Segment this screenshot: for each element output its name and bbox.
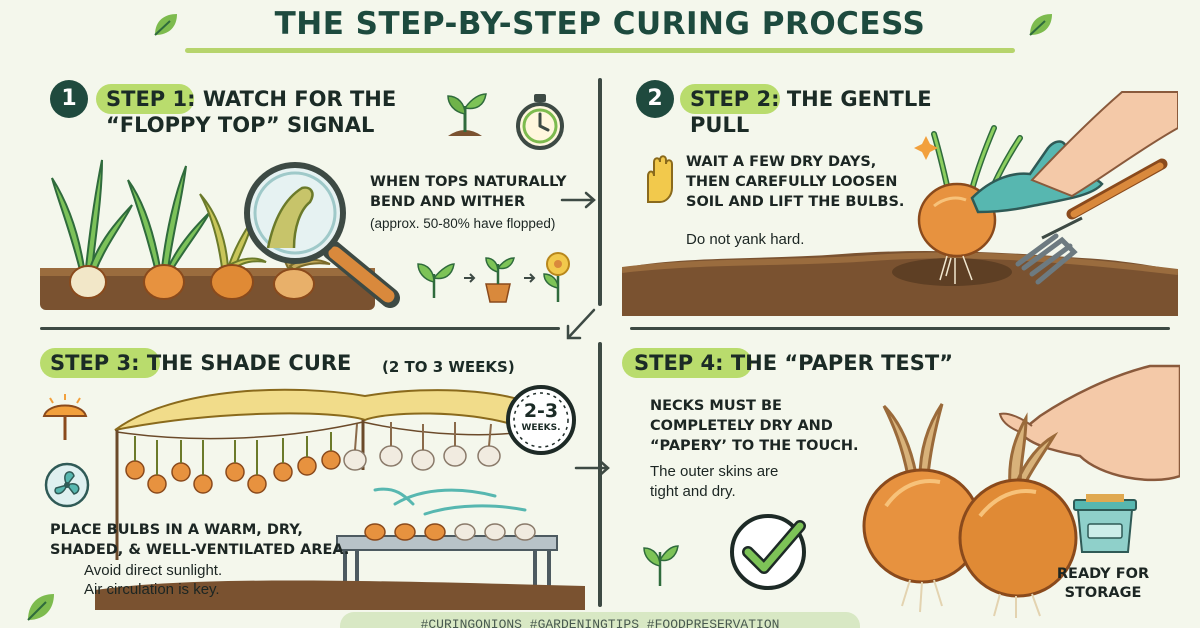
step4-note-line1: The outer skins are — [650, 463, 779, 480]
paper-test-illustration — [862, 364, 1180, 618]
step3-heading-suffix: (2 TO 3 WEEKS) — [382, 358, 515, 376]
step3-text-line2: SHADED, & WELL-VENTILATED AREA. — [50, 542, 350, 558]
step1-number: 1 — [50, 80, 88, 118]
growth-sequence-icons — [417, 252, 570, 303]
step3-pill — [40, 348, 160, 378]
arrow-icon — [566, 308, 596, 340]
step1-note: (approx. 50-80% have flopped) — [370, 216, 556, 231]
step2-text-line3: SOIL AND LIFT THE BULBS. — [686, 194, 905, 210]
fan-icon — [44, 462, 90, 508]
hashtag-bar: #CURINGONIONS #GARDENINGTIPS #FOODPRESER… — [340, 612, 860, 628]
storage-label-line1: READY FOR — [1056, 566, 1150, 582]
arrow-icon — [574, 459, 610, 477]
step4-text-line3: “PAPERY’ TO THE TOUCH. — [650, 438, 859, 454]
onion-field-illustration — [40, 159, 375, 310]
step3-note-line2: Air circulation is key. — [84, 581, 220, 598]
step2-heading-line2: PULL — [690, 113, 750, 137]
step3-heading: STEP 3: THE SHADE CURE — [50, 351, 352, 375]
storage-bin-icon — [1073, 494, 1137, 553]
magnifier-icon — [244, 162, 400, 308]
gentle-pull-illustration — [622, 91, 1178, 316]
timer-value: 2-3 — [523, 400, 559, 422]
step2-text-line2: THEN CAREFULLY LOOSEN — [686, 174, 898, 190]
step2-pill — [680, 84, 780, 114]
stopwatch-icon — [516, 94, 564, 150]
glove-icon — [647, 155, 673, 203]
step1-text-line1: WHEN TOPS NATURALLY — [370, 174, 567, 190]
timer-unit: WEEKS. — [521, 423, 561, 433]
step4-note-line2: tight and dry. — [650, 483, 736, 500]
shade-cure-illustration — [95, 388, 585, 610]
step4-heading: STEP 4: THE “PAPER TEST” — [634, 351, 954, 375]
storage-label-line2: STORAGE — [1064, 585, 1142, 601]
step1-heading-line1: STEP 1: WATCH FOR THE — [106, 87, 397, 111]
check-icon — [730, 514, 806, 590]
page-title: THE STEP-BY-STEP CURING PROCESS — [274, 6, 926, 42]
step2-text-line1: WAIT A FEW DRY DAYS, — [686, 154, 877, 170]
step4-text-line1: NECKS MUST BE — [650, 398, 782, 414]
step4-text-line2: COMPLETELY DRY AND — [650, 418, 833, 434]
step3-text-line1: PLACE BULBS IN A WARM, DRY, — [50, 522, 303, 538]
leaf-icon — [154, 14, 177, 36]
step2-note: Do not yank hard. — [686, 231, 805, 248]
leaf-icon — [1029, 14, 1052, 36]
seedling-icon — [643, 545, 679, 586]
divider-vertical-top — [598, 78, 602, 306]
step2-number: 2 — [636, 80, 674, 118]
step1-pill — [96, 84, 194, 114]
divider-horizontal-left — [40, 327, 560, 330]
divider-horizontal-right — [630, 327, 1170, 330]
step2-heading-line1: STEP 2: THE GENTLE — [690, 87, 932, 111]
seedling-icon — [447, 93, 487, 136]
timer-icon — [506, 385, 576, 455]
step1-text-line2: BEND AND WITHER — [370, 194, 526, 210]
sun-umbrella-icon — [42, 394, 88, 440]
step1-heading-line2: “FLOPPY TOP” SIGNAL — [106, 113, 375, 137]
leaf-icon — [27, 594, 54, 621]
step4-pill — [622, 348, 752, 378]
arrow-icon — [560, 191, 596, 209]
title-underline — [185, 48, 1015, 53]
step3-note-line1: Avoid direct sunlight. — [84, 562, 223, 579]
